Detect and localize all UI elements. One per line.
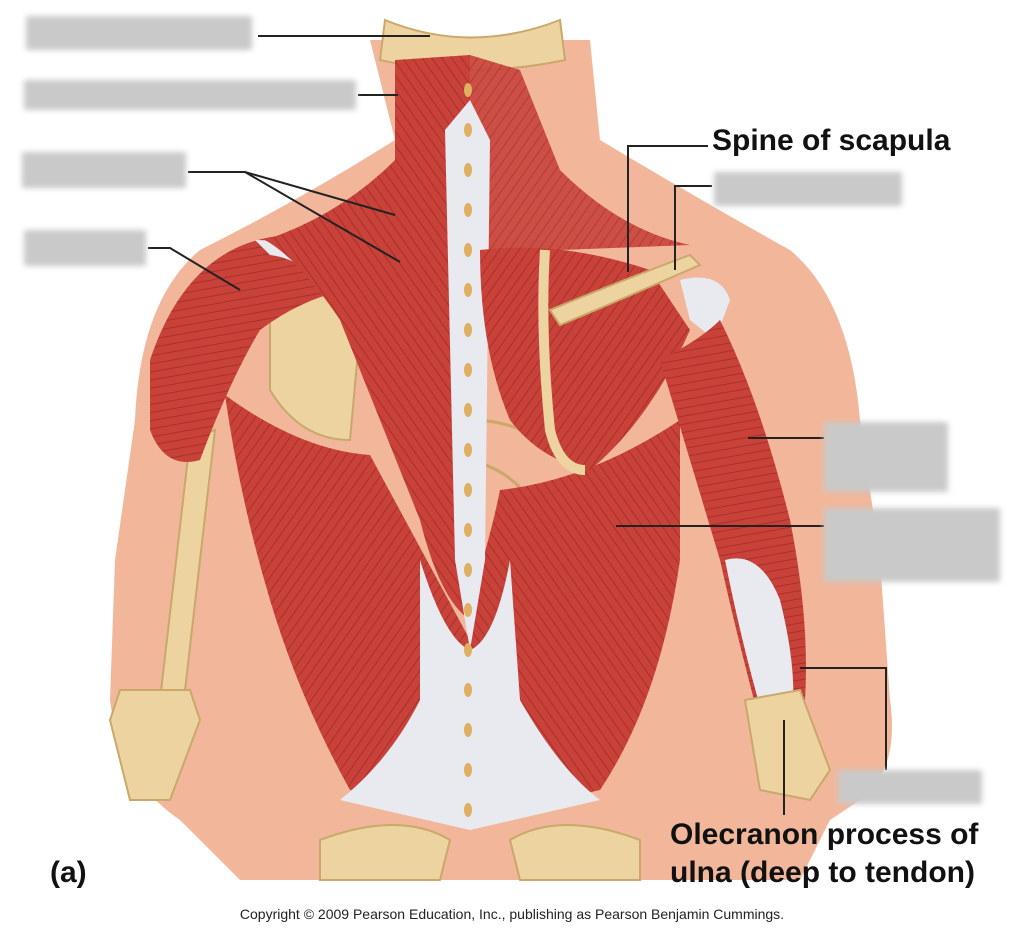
trapezius-right: [470, 55, 690, 300]
leader-line-6: [674, 185, 712, 270]
left-forearm-bones: [108, 689, 202, 801]
pelvis-right: [508, 824, 641, 881]
hidden-label-8: [838, 770, 982, 804]
hidden-label-3: [22, 152, 186, 188]
olecranon-label-line2: ulna (deep to tendon): [670, 856, 975, 889]
leader-line-9: [800, 667, 887, 770]
leader-line-4: [148, 247, 241, 291]
hidden-label-4: [24, 230, 146, 266]
hidden-label-5: [714, 172, 902, 206]
olecranon-label-line1: Olecranon process of: [670, 818, 979, 851]
olecranon-label: Olecranon process of ulna (deep to tendo…: [670, 816, 978, 892]
panel-letter: (a): [50, 856, 87, 889]
right-scapula-muscles: [480, 247, 690, 470]
right-scapula-border: [538, 249, 586, 475]
leader-line-3b: [244, 171, 401, 263]
hidden-label-7: [824, 508, 1000, 582]
hidden-label-2: [24, 80, 356, 110]
copyright-notice: Copyright © 2009 Pearson Education, Inc.…: [239, 906, 785, 922]
leader-lines: [148, 35, 887, 815]
right-forearm-bones: [743, 688, 832, 802]
spinous-processes: [464, 83, 472, 817]
spine-of-scapula-label: Spine of scapula: [712, 124, 951, 157]
hidden-label-6: [824, 422, 948, 492]
hidden-label-1: [26, 16, 252, 50]
trapezius: [265, 55, 470, 620]
left-deltoid: [150, 235, 345, 462]
spine-of-scapula-bone: [548, 253, 702, 327]
pelvis: [319, 824, 452, 881]
left-latissimus: [225, 395, 470, 820]
leader-line-spine: [627, 145, 708, 272]
